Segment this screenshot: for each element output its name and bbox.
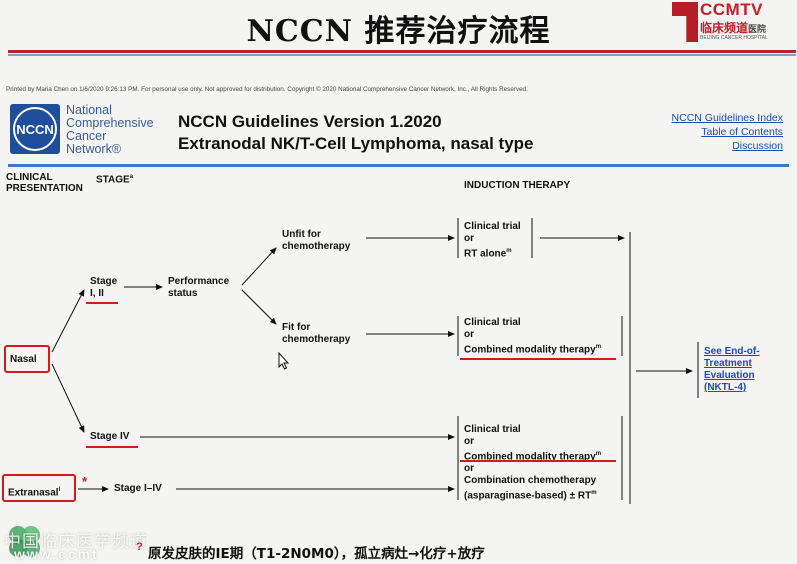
guideline-topic: Extranodal NK/T-Cell Lymphoma, nasal typ… xyxy=(178,134,534,153)
stage-i-ii-underline xyxy=(86,302,118,304)
star-marker: * xyxy=(82,474,88,489)
outcome-unfit: Clinical trial or RT alonem xyxy=(464,221,521,260)
logo-english: BEIJING CANCER HOSPITAL xyxy=(700,35,768,41)
title-divider-secondary xyxy=(8,54,796,56)
extranasal-highlight-box xyxy=(2,474,76,502)
stage-iv: Stage IV xyxy=(90,431,130,442)
column-header-clinical-presentation: CLINICAL PRESENTATION xyxy=(6,172,83,194)
table-of-contents-link[interactable]: Table of Contents xyxy=(701,126,783,138)
organization-name: National Comprehensive Cancer Network® xyxy=(66,103,154,156)
unfit-for-chemotherapy: Unfit for chemotherapy xyxy=(282,229,351,252)
nasal-highlight-box xyxy=(4,345,50,373)
outcome-fit: Clinical trial or Combined modality ther… xyxy=(464,317,602,356)
guideline-version: NCCN Guidelines Version 1.2020 xyxy=(178,112,442,131)
column-header-induction-therapy: INDUCTION THERAPY xyxy=(464,180,571,191)
nccn-logo: NCCN xyxy=(10,104,60,154)
print-notice: Printed by Maria Chen on 1/6/2020 9:26:1… xyxy=(6,86,528,93)
logo-ring-icon xyxy=(13,107,57,151)
stage-iv-underline xyxy=(86,446,138,448)
stage-i-iv: Stage I–IV xyxy=(114,483,162,494)
column-header-stage: STAGEa xyxy=(96,174,134,186)
slide-title: NCCN 推荐治疗流程 xyxy=(246,14,551,49)
mouse-cursor-icon xyxy=(278,352,290,370)
header-divider xyxy=(8,164,789,167)
ccmtv-logo: CCMTV 临床频道医院 BEIJING CANCER HOSPITAL xyxy=(672,0,797,46)
performance-status: Performance status xyxy=(168,276,230,299)
outcome-advanced: Clinical trial or Combined modality ther… xyxy=(464,424,602,502)
bottom-annotation: 原发皮肤的IE期（T1-2N0M0），孤立病灶→化疗+放疗 xyxy=(148,546,485,562)
presentation-extranasal: Extranasall xyxy=(8,487,61,499)
presentation-nasal: Nasal xyxy=(10,354,37,365)
watermark-channel: 中国临床医学频道 xyxy=(4,532,148,551)
logo-brand: CCMTV xyxy=(700,0,763,19)
clover-logo-icon xyxy=(9,526,40,557)
note-marker: ? xyxy=(136,541,143,553)
title-divider xyxy=(8,50,796,53)
advanced-therapy-underline xyxy=(460,460,616,462)
guidelines-index-link[interactable]: NCCN Guidelines Index xyxy=(671,112,783,124)
fit-for-chemotherapy: Fit for chemotherapy xyxy=(282,322,351,345)
fit-therapy-underline xyxy=(460,358,616,360)
logo-channel: 临床频道医院 xyxy=(700,21,767,35)
end-of-treatment-link[interactable]: See End-of- Treatment Evaluation (NKTL-4… xyxy=(704,346,760,393)
stage-i-ii: Stage I, II xyxy=(90,276,118,299)
discussion-link[interactable]: Discussion xyxy=(732,140,783,152)
watermark-url: www.ccmt xyxy=(14,546,99,562)
